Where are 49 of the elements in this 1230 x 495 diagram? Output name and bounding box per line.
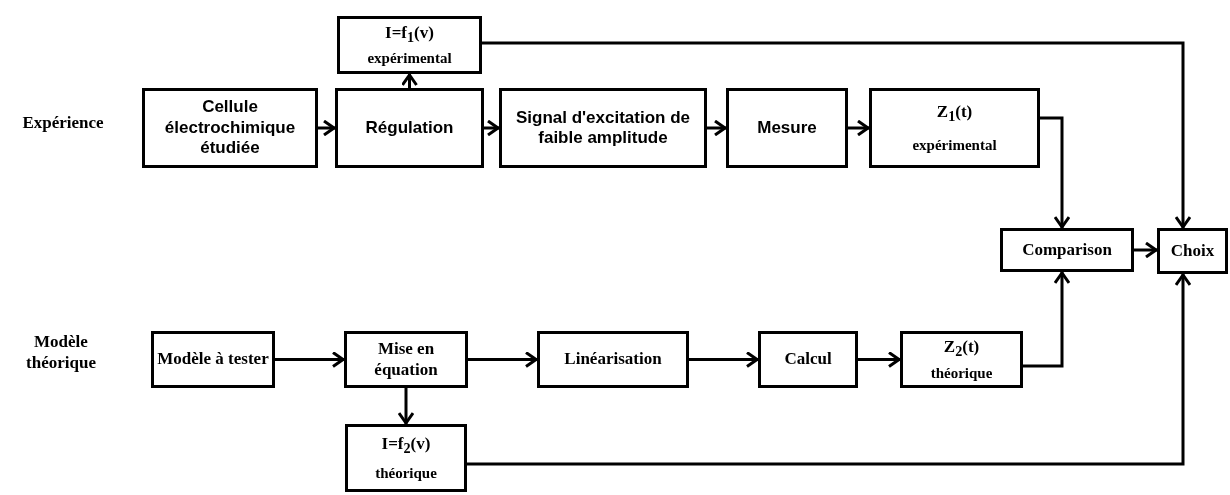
- node-label: Comparison: [1022, 239, 1112, 261]
- node-label: Mise en équation: [373, 339, 439, 380]
- process-box: [337, 16, 482, 74]
- process-box: [537, 331, 689, 388]
- node-label: Z$_{2}$(t): [943, 337, 980, 361]
- process-box: [758, 331, 858, 388]
- process-box: [1000, 228, 1134, 272]
- process-box: [726, 88, 848, 168]
- arrow: [468, 351, 538, 368]
- process-box: [344, 331, 468, 388]
- process-box: [142, 88, 318, 168]
- arrow: [482, 41, 1192, 229]
- node-label: Cellule électrochimique étudiée: [163, 97, 297, 159]
- arrow: [275, 351, 345, 368]
- node-label: Choix: [1170, 240, 1215, 262]
- process-box: [335, 88, 484, 168]
- node-label: Calcul: [784, 349, 832, 370]
- node-label: théorique: [930, 363, 993, 382]
- arrow: [467, 273, 1192, 466]
- arrow: [707, 119, 727, 137]
- node-label: Régulation: [365, 117, 454, 139]
- node-label: théorique: [375, 464, 437, 483]
- process-box: [499, 88, 707, 168]
- arrow: [401, 73, 418, 88]
- process-box: [900, 331, 1023, 388]
- node-label: Signal d'excitation de faible amplitude: [514, 107, 692, 149]
- arrow: [1040, 116, 1071, 229]
- node-label: Linéarisation: [564, 349, 662, 370]
- process-box: [869, 88, 1040, 168]
- node-label: I=f$_{2}$(v): [381, 433, 431, 458]
- arrow: [858, 351, 901, 368]
- arrow: [1134, 241, 1158, 259]
- arrow: [1023, 271, 1071, 368]
- node-label: expérimental: [912, 136, 997, 155]
- node-label: Z$_{1}$(t): [936, 101, 973, 126]
- node-label: expérimental: [367, 49, 452, 68]
- process-box: [1157, 228, 1228, 274]
- arrow: [484, 119, 500, 137]
- node-label: I=f$_{1}$(v): [385, 22, 434, 46]
- row-label: Expérience: [21, 112, 105, 134]
- process-box: [345, 424, 467, 492]
- arrow: [318, 119, 336, 137]
- process-box: [151, 331, 275, 388]
- node-label: Mesure: [757, 117, 817, 139]
- arrow: [397, 388, 415, 425]
- node-label: Modèle à tester: [157, 349, 269, 370]
- row-label: Modèle théorique: [25, 331, 97, 374]
- arrow: [848, 119, 870, 137]
- arrow: [689, 351, 759, 368]
